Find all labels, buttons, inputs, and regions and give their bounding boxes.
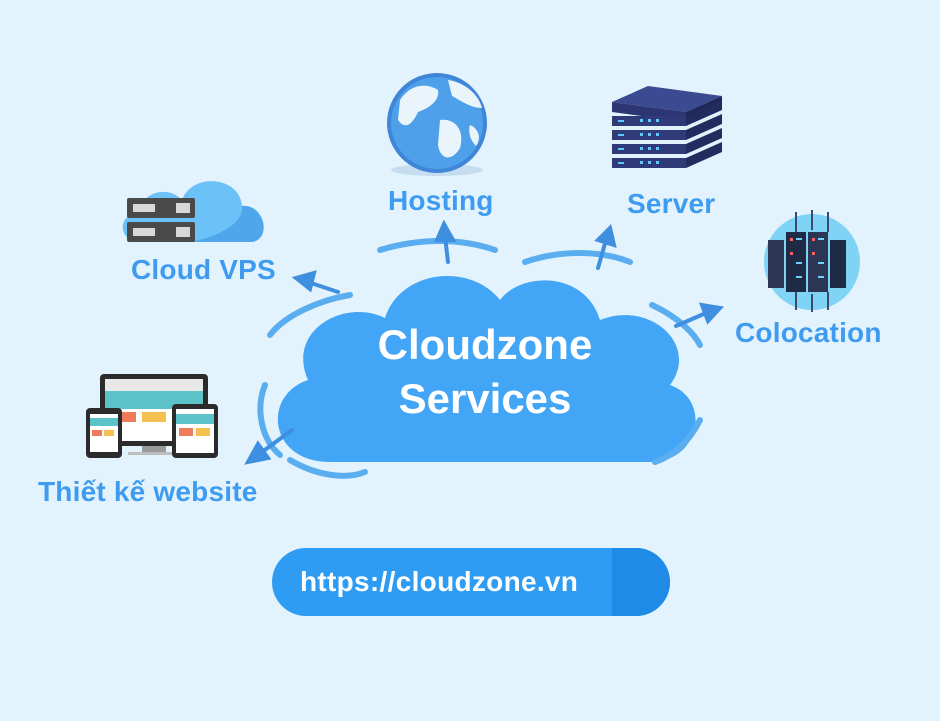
arrow-to-colocation [674, 302, 724, 328]
url-arrow-area [612, 548, 670, 616]
arrow-to-web-design [244, 428, 294, 465]
service-label-server: Server [627, 188, 716, 219]
center-title-line2: Services [398, 375, 572, 422]
datacenter-icon [764, 210, 860, 312]
arrow-to-server [594, 224, 617, 270]
service-label-cloud-vps: Cloud VPS [131, 254, 276, 285]
arrow-to-hosting [433, 219, 457, 264]
responsive-devices-icon [86, 374, 218, 458]
service-label-colocation: Colocation [735, 317, 882, 348]
center-title-line1: Cloudzone [377, 321, 593, 368]
service-label-web-design: Thiết kế website [38, 476, 258, 507]
center-title: Cloudzone Services [320, 318, 650, 426]
central-cloud [277, 276, 696, 462]
website-link-button[interactable]: https://cloudzone.vn [272, 548, 670, 616]
globe-icon [387, 73, 487, 176]
service-label-hosting: Hosting [388, 185, 494, 216]
arrow-to-cloud-vps [291, 270, 340, 294]
connector-arrows [244, 219, 724, 465]
website-url: https://cloudzone.vn [300, 566, 579, 597]
server-rack-icon [612, 86, 722, 168]
cloud-vps-icon [122, 181, 264, 242]
